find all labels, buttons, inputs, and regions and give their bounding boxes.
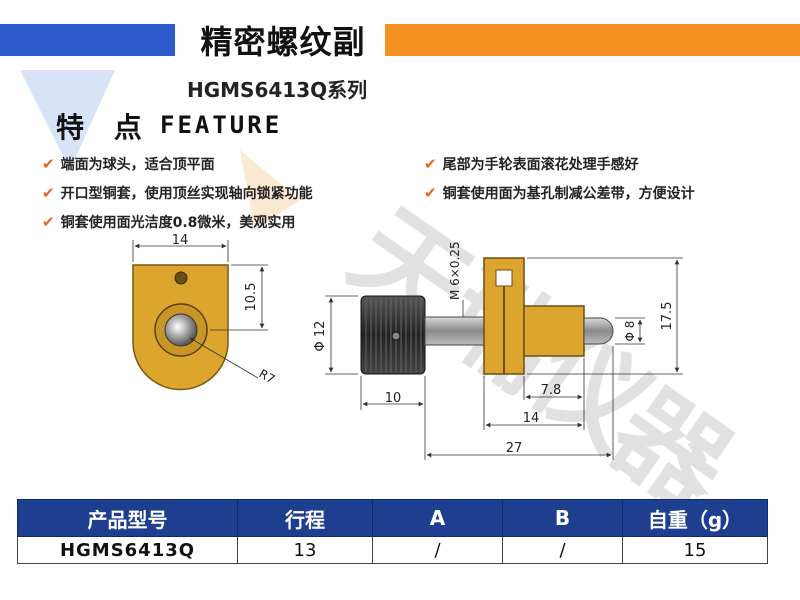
check-icon: ✔ bbox=[424, 184, 437, 202]
dim-thread: M 6×0.25 bbox=[448, 241, 462, 300]
col-stroke: 行程 bbox=[237, 499, 373, 537]
cell-model: HGMS6413Q bbox=[17, 536, 238, 564]
dim-line-radius bbox=[189, 337, 259, 379]
side-view: Φ 12 M 6×0.25 Φ 8 17.5 10 7.8 14 27 bbox=[313, 241, 683, 460]
check-icon: ✔ bbox=[424, 155, 437, 173]
dim-side-diameter: Φ 12 bbox=[313, 321, 328, 352]
cell-weight: 15 bbox=[622, 536, 768, 564]
check-icon: ✔ bbox=[42, 213, 55, 231]
front-view: 14 10.5 R7 bbox=[132, 233, 278, 391]
bushing-slot bbox=[495, 269, 513, 287]
dim-len-7-8: 7.8 bbox=[541, 383, 562, 398]
check-icon: ✔ bbox=[42, 184, 55, 202]
page-title: 精密螺纹副 bbox=[200, 23, 366, 61]
dim-front-height: 10.5 bbox=[244, 283, 259, 312]
header-bar-right bbox=[385, 24, 800, 56]
col-b: B bbox=[502, 499, 623, 537]
col-model: 产品型号 bbox=[17, 499, 238, 537]
dim-ball-diameter: Φ 8 bbox=[623, 321, 637, 342]
col-a: A bbox=[372, 499, 503, 537]
col-weight: 自重（g） bbox=[622, 499, 768, 537]
cell-stroke: 13 bbox=[237, 536, 373, 564]
header-bar-left bbox=[0, 24, 175, 56]
feature-text: 开口型铜套，使用顶丝实现轴向锁紧功能 bbox=[60, 186, 313, 202]
dim-total-height: 17.5 bbox=[660, 302, 675, 331]
check-icon: ✔ bbox=[42, 155, 55, 173]
spec-table: 产品型号 行程 A B 自重（g） HGMS6413Q 13 / / 15 bbox=[17, 499, 768, 564]
feature-item-4: ✔ 铜套使用面为基孔制减公差带，方便设计 bbox=[424, 183, 695, 203]
feature-item-5: ✔ 铜套使用面光洁度0.8微米，美观实用 bbox=[42, 212, 295, 232]
cell-a: / bbox=[372, 536, 503, 564]
dim-front-radius: R7 bbox=[257, 366, 278, 386]
feature-text: 尾部为手轮表面滚花处理手感好 bbox=[442, 157, 639, 173]
cell-b: / bbox=[502, 536, 623, 564]
threaded-shaft bbox=[424, 316, 486, 346]
feature-text: 端面为球头，适合顶平面 bbox=[60, 157, 215, 173]
set-screw-hole bbox=[174, 271, 188, 285]
feature-text: 铜套使用面光洁度0.8微米，美观实用 bbox=[60, 215, 296, 231]
dim-knob-length: 10 bbox=[385, 391, 402, 406]
brass-sleeve bbox=[523, 305, 585, 357]
ball-end bbox=[164, 313, 198, 347]
feature-item-1: ✔ 端面为球头，适合顶平面 bbox=[42, 154, 215, 174]
dim-len-27: 27 bbox=[506, 441, 523, 456]
feature-heading-cn: 特 点 bbox=[56, 111, 152, 144]
table-row: HGMS6413Q 13 / / 15 bbox=[17, 536, 768, 564]
feature-heading-en: FEATURE bbox=[160, 111, 283, 139]
dim-front-width: 14 bbox=[172, 233, 189, 248]
knob-pin bbox=[391, 331, 401, 341]
feature-item-2: ✔ 尾部为手轮表面滚花处理手感好 bbox=[424, 154, 639, 174]
feature-item-3: ✔ 开口型铜套，使用顶丝实现轴向锁紧功能 bbox=[42, 183, 313, 203]
table-header-row: 产品型号 行程 A B 自重（g） bbox=[17, 499, 768, 537]
dim-len-14: 14 bbox=[523, 411, 540, 426]
ball-tip bbox=[583, 317, 614, 345]
feature-text: 铜套使用面为基孔制减公差带，方便设计 bbox=[442, 186, 695, 202]
series-subtitle: HGMS6413Q系列 bbox=[187, 78, 368, 102]
